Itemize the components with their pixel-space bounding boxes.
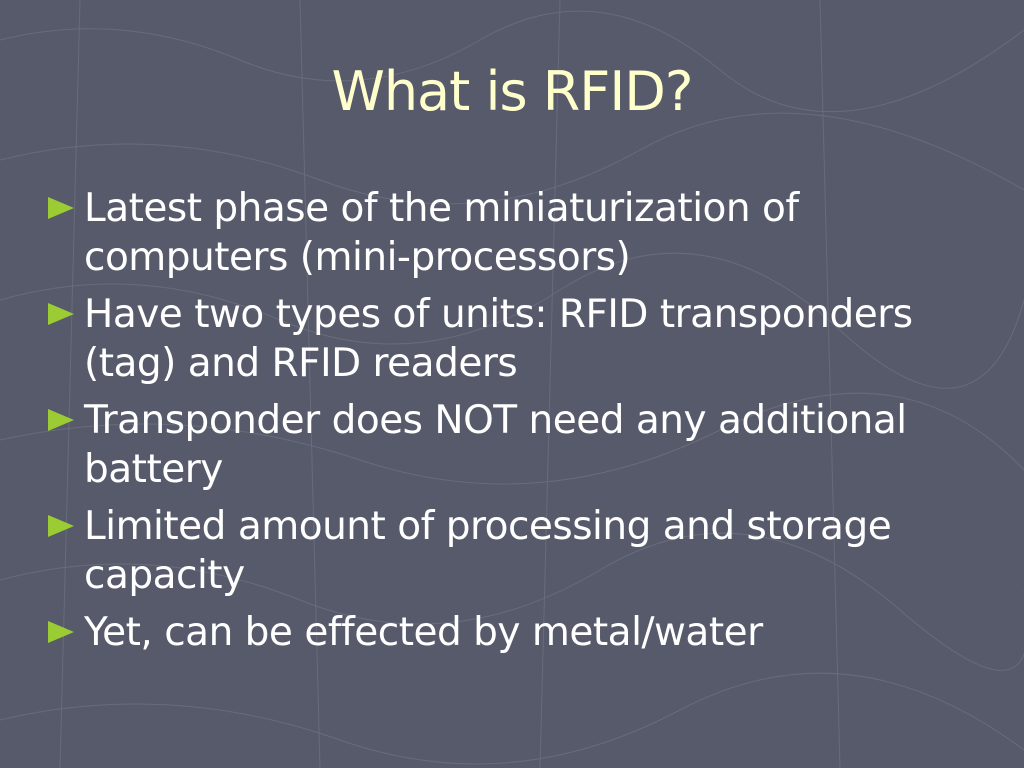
bullet-text: Transponder does NOT need any additional… [84,398,907,492]
bullet-text: Yet, can be effected by metal/water [84,610,763,655]
triangle-bullet-icon [48,409,74,431]
triangle-bullet-icon [48,197,74,219]
bullet-item: Limited amount of processing and storage… [48,502,988,600]
bullet-item: Transponder does NOT need any additional… [48,396,988,494]
triangle-bullet-icon [48,515,74,537]
bullet-item: Latest phase of the miniaturization of c… [48,184,988,282]
bullet-text: Limited amount of processing and storage… [84,504,892,598]
bullet-text: Have two types of units: RFID transponde… [84,292,913,386]
triangle-bullet-icon [48,621,74,643]
triangle-bullet-icon [48,303,74,325]
slide-title: What is RFID? [331,60,693,123]
bullet-item: Yet, can be effected by metal/water [48,608,988,657]
bullet-list: Latest phase of the miniaturization of c… [48,184,988,665]
bullet-text: Latest phase of the miniaturization of c… [84,186,799,280]
bullet-item: Have two types of units: RFID transponde… [48,290,988,388]
